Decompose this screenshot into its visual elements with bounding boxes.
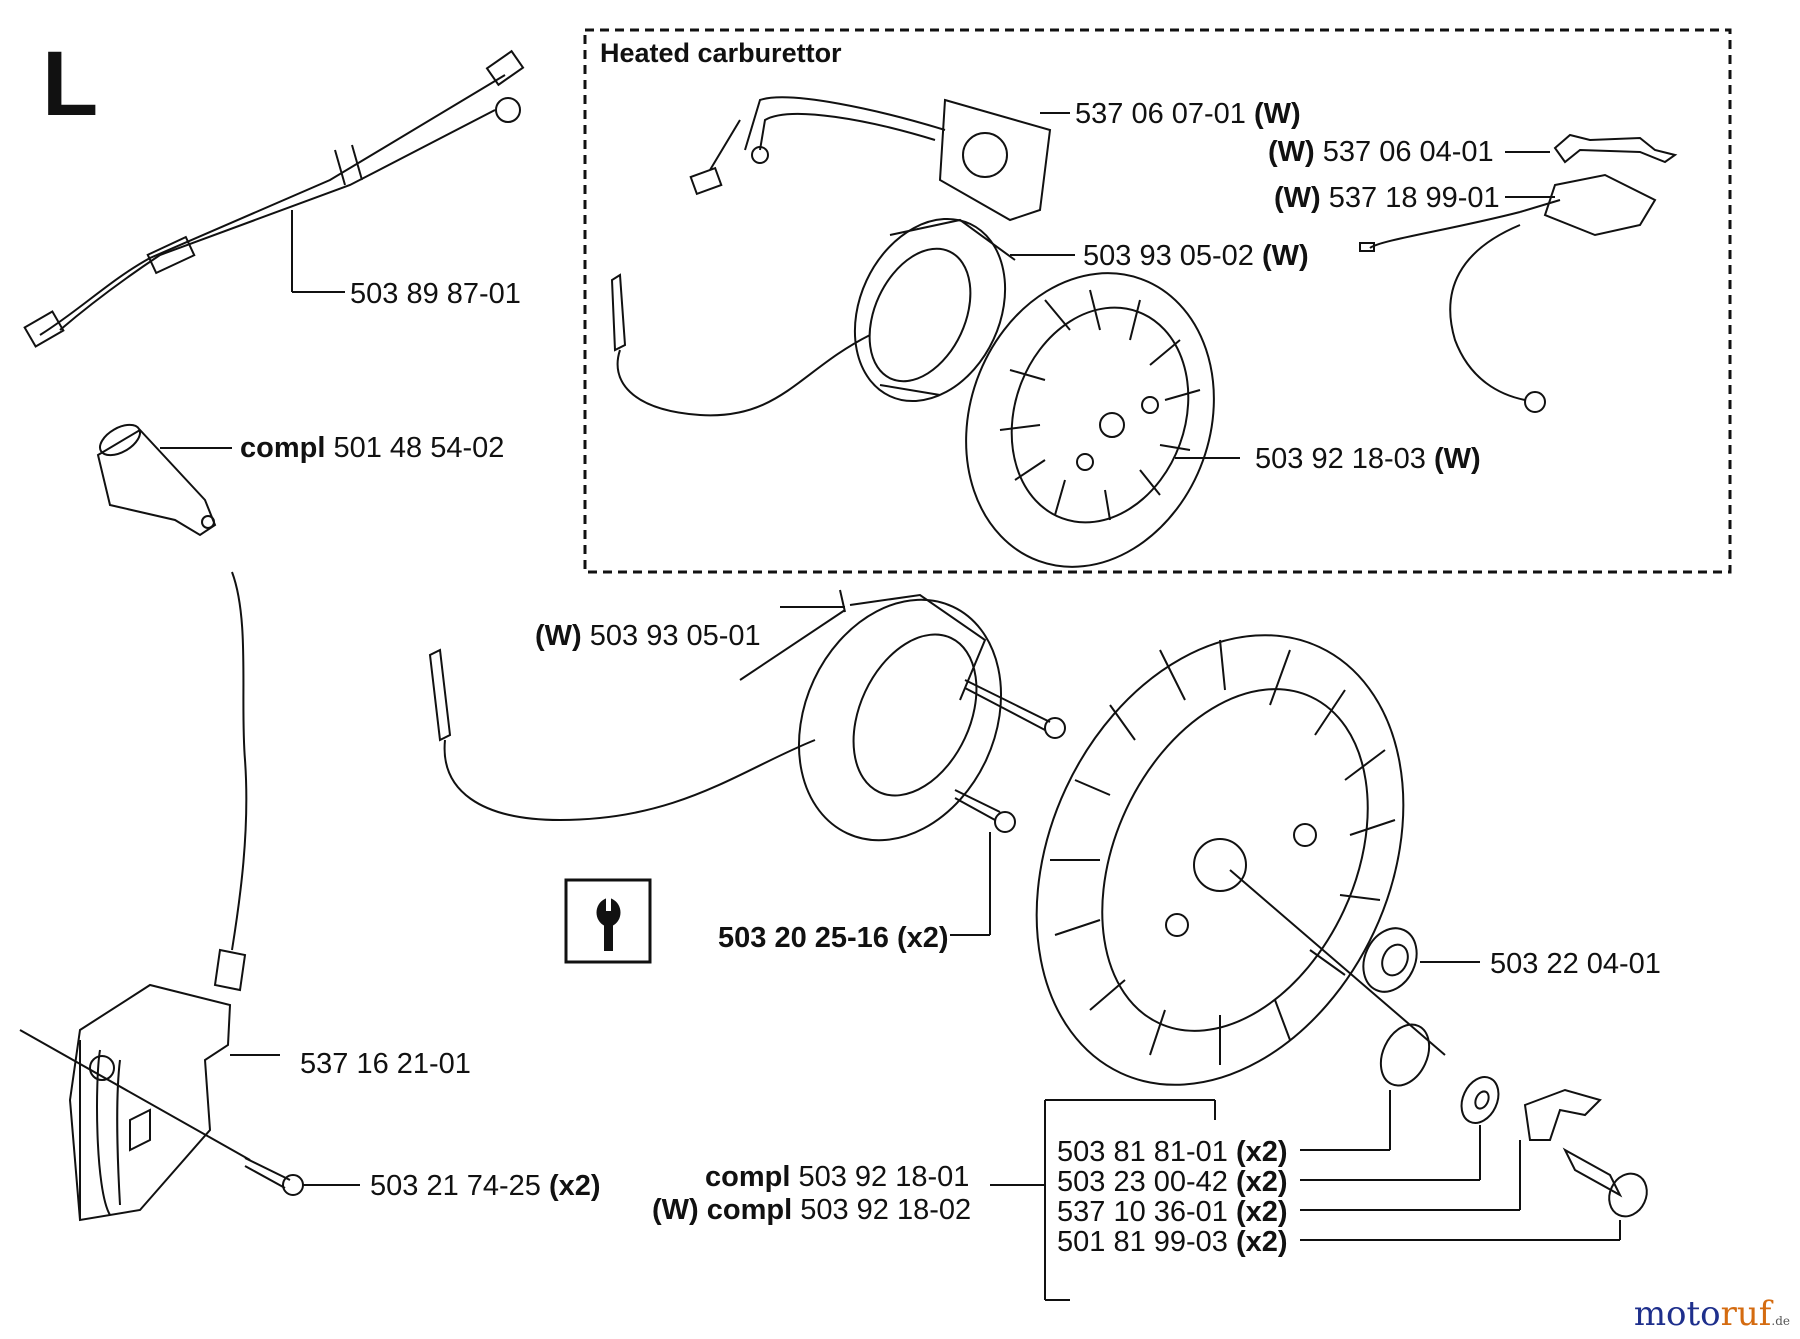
heater-plate <box>689 96 1070 222</box>
part-label: 537 10 36-01 (x2) <box>1057 1196 1288 1228</box>
inset-frame <box>583 28 1732 574</box>
wire-harness <box>23 49 525 348</box>
part-label: (W) 537 18 99-01 <box>1274 182 1500 214</box>
part-label: 503 93 05-02 (W) <box>1083 240 1309 272</box>
ignition-coil-main <box>428 589 1066 936</box>
wrench-info-icon <box>564 878 652 964</box>
part-label: 501 81 99-03 (x2) <box>1057 1226 1288 1258</box>
part-label: 503 23 00-42 (x2) <box>1057 1166 1288 1198</box>
part-label: 503 21 74-25 (x2) <box>370 1170 601 1202</box>
part-label: 537 06 07-01 (W) <box>1075 98 1301 130</box>
part-label: compl 503 92 18-01 <box>705 1161 970 1193</box>
thermostat-bracket <box>1505 133 1678 164</box>
part-label: 503 81 81-01 (x2) <box>1057 1136 1288 1168</box>
part-label: compl 501 48 54-02 <box>240 432 505 464</box>
inset-title: Heated carburettor <box>600 38 842 68</box>
inset-heater-coil <box>610 217 1075 417</box>
part-label: 503 20 25-16 (x2) <box>718 922 949 954</box>
spark-plug-cap <box>96 423 232 537</box>
section-letter: L <box>42 33 99 135</box>
thermostat-switch <box>1359 173 1657 413</box>
flywheel-main <box>990 634 1648 1301</box>
part-label: (W) compl 503 92 18-02 <box>652 1194 972 1226</box>
part-label: 503 22 04-01 <box>1490 948 1661 980</box>
part-label: (W) 537 06 04-01 <box>1268 136 1494 168</box>
part-label: 503 92 18-03 (W) <box>1255 443 1481 475</box>
ignition-module <box>19 571 360 1222</box>
inset-flywheel <box>965 272 1240 568</box>
watermark-logo: motoruf.de <box>1633 1294 1790 1334</box>
part-label: 503 89 87-01 <box>350 278 521 310</box>
part-label: 537 16 21-01 <box>300 1048 471 1080</box>
part-label: (W) 503 93 05-01 <box>535 620 761 652</box>
